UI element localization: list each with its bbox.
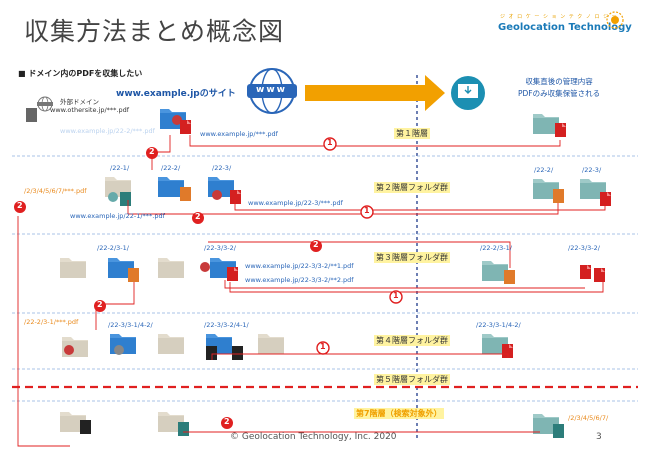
slide-title: 収集方法まとめ概念図 bbox=[24, 17, 285, 46]
logo-small-text: ジ オ ロ ケ ー シ ョ ン テ ク ノ ロ ジ ー bbox=[500, 14, 618, 20]
folder-22-1-pdf-icon bbox=[120, 192, 131, 206]
download-monitor-icon bbox=[451, 76, 485, 110]
collection-paths bbox=[17, 135, 606, 447]
right-heading-2: PDFのみ収集保管される bbox=[518, 89, 601, 98]
folder-4-f-icon bbox=[258, 334, 284, 354]
layer-5-label: 第５階層フォルダ群 bbox=[374, 374, 450, 385]
globe-icon-text: www bbox=[256, 85, 287, 95]
marker-1-root-num: 1 bbox=[327, 138, 333, 147]
right-folder-7-pdf-icon bbox=[553, 424, 564, 438]
layer-separators bbox=[12, 155, 638, 402]
external-domain-url: www.othersite.jp/***.pdf bbox=[50, 106, 130, 114]
url-3-2-2: www.example.jp/22-3/3-2/**2.pdf bbox=[245, 276, 354, 284]
folder-3-b-icon bbox=[158, 258, 184, 278]
url-22-1: www.example.jp/22-1/***.pdf bbox=[70, 212, 165, 220]
marker-2-l7 bbox=[221, 417, 233, 429]
folder-22-3-3-2-label: /22-3/3-2/ bbox=[204, 244, 236, 252]
layer-2-label: 第２階層フォルダ群 bbox=[374, 182, 450, 193]
marker-2-left-num: 2 bbox=[17, 201, 23, 210]
marker-2-l3b bbox=[94, 300, 106, 312]
site-label: www.example.jpのサイト bbox=[116, 89, 236, 99]
marker-2-l3 bbox=[310, 240, 322, 252]
folder-7-b-pdf-icon bbox=[178, 422, 189, 436]
marker-2-l3-num: 2 bbox=[313, 240, 319, 249]
marker-2-l7-num: 2 bbox=[224, 417, 230, 426]
folder-4-b-html-icon bbox=[114, 345, 124, 355]
right-folder-4-pdf-icon bbox=[502, 344, 513, 358]
marker-1-l3-num: 1 bbox=[393, 291, 399, 300]
right-heading: 収集直後の管理内容 PDFのみ収集保管される bbox=[518, 76, 600, 100]
right-folder-3-1-label: /22-2/3-1/ bbox=[480, 244, 512, 252]
folder-22-2-3-1-label: /22-2/3-1/ bbox=[97, 244, 129, 252]
layer-7-label: 第7階層（検索対象外） bbox=[354, 408, 444, 419]
footer-copyright: © Geolocation Technology, Inc. 2020 bbox=[230, 432, 397, 442]
marker-2-l2 bbox=[192, 212, 204, 224]
right-deep-path-label: /2/3/4/5/6/7/ bbox=[568, 414, 609, 422]
collect-arrow bbox=[305, 75, 445, 111]
right-folder-22-3-label: /22-3/ bbox=[582, 166, 602, 174]
folder-22-2-label: /22-2/ bbox=[161, 164, 181, 172]
right-folder-22-3-pdf-icon bbox=[600, 192, 611, 206]
marker-1-l4-num: 1 bbox=[320, 342, 326, 351]
folder-22-3-label: /22-3/ bbox=[212, 164, 232, 172]
layer-4-label: 第４階層フォルダ群 bbox=[374, 335, 450, 346]
url-root-ghost: www.example.jp/22-2/***.pdf bbox=[60, 127, 155, 135]
headline: ■ ドメイン内のPDFを収集したい bbox=[18, 69, 143, 78]
folder-22-3-1-4-2-label: /22-3/3-1/4-2/ bbox=[108, 321, 153, 329]
folder-22-2-pdf-icon bbox=[180, 187, 191, 201]
page-number: 3 bbox=[596, 432, 602, 442]
right-folder-3-1-pdf-icon bbox=[504, 270, 515, 284]
globe-icon bbox=[247, 68, 297, 114]
folder-22-3-3-2-pdf-icon bbox=[227, 267, 238, 281]
marker-2-root-num: 2 bbox=[149, 147, 155, 156]
logo-sun-icon bbox=[606, 11, 624, 29]
folder-3-a-icon bbox=[60, 258, 86, 278]
marker-2-left bbox=[14, 201, 26, 213]
right-folder-4-label: /22-3/3-1/4-2/ bbox=[476, 321, 521, 329]
right-folder-3-2-pdf-1-icon bbox=[580, 265, 591, 279]
folder-4-d-pdf-icon bbox=[206, 346, 217, 360]
marker-1-l2-num: 1 bbox=[364, 206, 370, 215]
external-pdf-icon bbox=[26, 108, 37, 122]
right-root-pdf-icon bbox=[555, 123, 566, 137]
folder-22-3-pdf-icon bbox=[230, 190, 241, 204]
url-3-1: /22-2/3-1/***.pdf bbox=[24, 318, 79, 326]
url-22-3: www.example.jp/22-3/***.pdf bbox=[248, 199, 343, 207]
right-folder-3-2-label: /22-3/3-2/ bbox=[568, 244, 600, 252]
url-root: www.example.jp/***.pdf bbox=[200, 130, 278, 138]
folder-22-3-html-icon bbox=[212, 190, 222, 200]
marker-2-root bbox=[146, 147, 158, 159]
folder-3-html-icon bbox=[200, 262, 210, 272]
folder-4-e-pdf-icon bbox=[232, 346, 243, 360]
folder-4-a-html-icon bbox=[64, 345, 74, 355]
folder-7-a-pdf-icon bbox=[80, 420, 91, 434]
right-folder-3-2-pdf-2-icon bbox=[594, 268, 605, 282]
right-heading-1: 収集直後の管理内容 bbox=[525, 77, 593, 86]
logo-text: Geolocation Technology bbox=[498, 22, 632, 33]
folder-4-c-icon bbox=[158, 334, 184, 354]
folder-22-3-2-4-1-label: /22-3/3-2/4-1/ bbox=[204, 321, 249, 329]
layer-1-label: 第１階層 bbox=[394, 128, 430, 139]
external-globe-icon bbox=[37, 96, 53, 112]
external-domain-label: 外部ドメイン bbox=[60, 98, 99, 106]
right-folder-22-2-label: /22-2/ bbox=[534, 166, 554, 174]
root-pdf-icon bbox=[180, 120, 191, 134]
marker-2-l2-num: 2 bbox=[195, 212, 201, 221]
right-folder-22-2-pdf-icon bbox=[553, 189, 564, 203]
url-deep-ghost: /2/3/4/5/6/7/***.pdf bbox=[24, 187, 87, 195]
layer-3-label: 第３階層フォルダ群 bbox=[374, 252, 450, 263]
folder-22-1-html-icon bbox=[108, 192, 118, 202]
url-3-2-1: www.example.jp/22-3/3-2/**1.pdf bbox=[245, 262, 354, 270]
marker-2-l3b-num: 2 bbox=[97, 300, 103, 309]
folder-22-2-3-1-pdf-icon bbox=[128, 268, 139, 282]
folder-22-1-label: /22-1/ bbox=[110, 164, 130, 172]
